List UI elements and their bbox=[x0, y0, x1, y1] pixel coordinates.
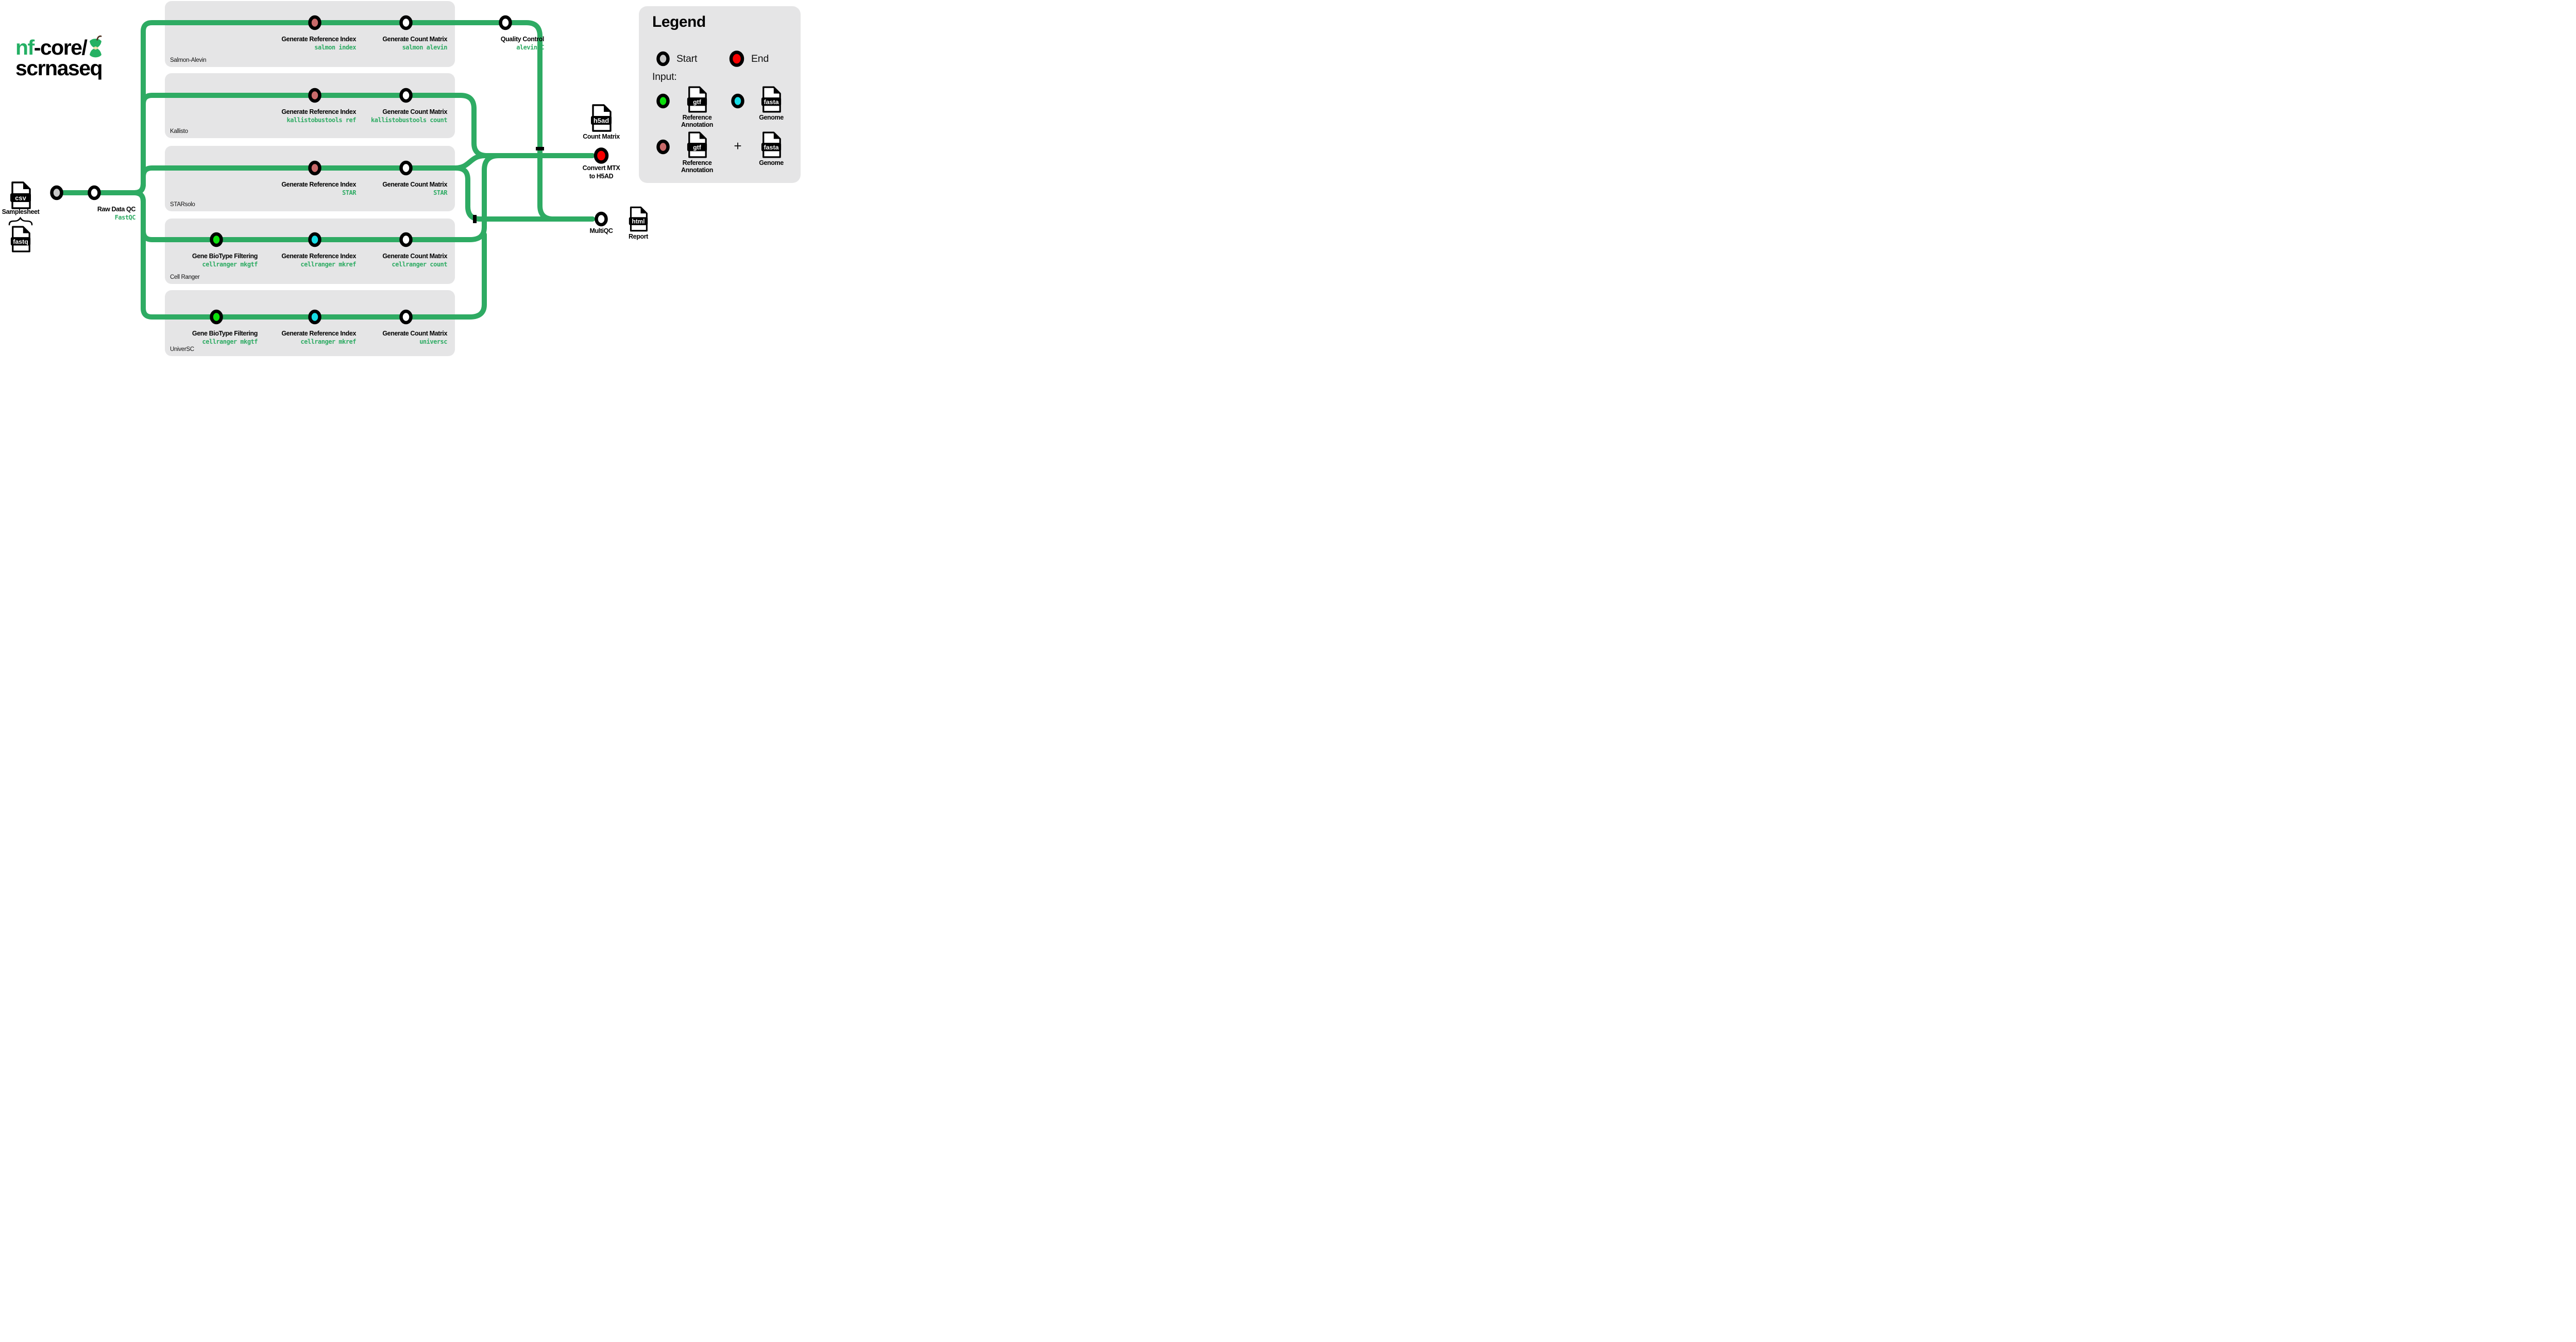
nf-core-logo: nf-core/ scrnaseq bbox=[15, 35, 104, 80]
legend-plus: + bbox=[734, 138, 742, 154]
legend-input-label: Input: bbox=[652, 71, 677, 82]
step-label: Generate Count Matrix kallistobustools c… bbox=[371, 108, 447, 124]
legend-gtf-label: Reference Annotation bbox=[681, 114, 713, 128]
count-matrix-label: Count Matrix bbox=[583, 133, 620, 140]
section-box-kallisto: Kallisto bbox=[165, 73, 455, 138]
multiqc-label: MultiQC bbox=[589, 227, 613, 234]
logo-pipeline-name: scrnaseq bbox=[15, 56, 103, 80]
universc-mkref-node bbox=[308, 309, 321, 325]
brace-icon bbox=[8, 216, 33, 226]
report-label: Report bbox=[629, 233, 648, 240]
raw-data-qc-label: Raw Data QC FastQC bbox=[97, 206, 136, 221]
fasta-file-icon: fasta bbox=[761, 131, 782, 158]
section-label: Cell Ranger bbox=[170, 274, 200, 280]
gtf-file-icon: gtf bbox=[687, 131, 707, 158]
legend-title: Legend bbox=[652, 13, 706, 30]
legend-end-label: End bbox=[751, 53, 769, 64]
svg-text:fastq: fastq bbox=[13, 238, 28, 245]
section-label: Salmon-Alevin bbox=[170, 57, 207, 63]
rail-starsolo bbox=[132, 153, 487, 195]
legend-gtf-node bbox=[656, 93, 670, 109]
legend-genome-label: Genome bbox=[759, 114, 784, 121]
section-label: Kallisto bbox=[170, 128, 188, 135]
metro-map-canvas: Salmon-Alevin Kallisto STARsolo Cell Ran… bbox=[0, 0, 802, 357]
step-label: Generate Reference Index STAR bbox=[281, 181, 356, 196]
legend-genome-label: Genome bbox=[759, 159, 784, 166]
kallisto-ref-node bbox=[308, 88, 321, 103]
csv-file-icon: csv bbox=[10, 181, 31, 209]
legend-gtf-fasta-label: Reference Annotation bbox=[681, 159, 713, 174]
kallisto-count-node bbox=[399, 88, 413, 103]
start-node bbox=[50, 185, 63, 200]
logo-core: -core/ bbox=[33, 36, 88, 59]
section-box-starsolo: STARsolo bbox=[165, 146, 455, 211]
cellranger-mkgtf-node bbox=[210, 232, 223, 247]
h5ad-file-icon: h5ad bbox=[591, 104, 612, 132]
convert-mtx-label: Convert MTX to H5AD bbox=[582, 164, 620, 180]
star-index-node bbox=[308, 160, 321, 176]
svg-text:fasta: fasta bbox=[764, 98, 779, 106]
apple-core-icon bbox=[90, 35, 102, 58]
svg-text:h5ad: h5ad bbox=[594, 117, 609, 125]
step-label: Generate Count Matrix STAR bbox=[382, 181, 447, 196]
section-box-cellranger: Cell Ranger bbox=[165, 219, 455, 284]
html-file-icon: html bbox=[629, 206, 648, 232]
svg-text:csv: csv bbox=[15, 194, 26, 202]
svg-text:gtf: gtf bbox=[693, 98, 702, 106]
rail-universc bbox=[132, 190, 487, 320]
gtf-file-icon: gtf bbox=[687, 86, 707, 113]
step-label: Generate Reference Index kallistobustool… bbox=[281, 108, 356, 124]
step-label: Generate Count Matrix universc bbox=[382, 330, 447, 345]
fasta-file-icon: fasta bbox=[761, 86, 782, 113]
universc-mkgtf-node bbox=[210, 309, 223, 325]
step-label: Generate Count Matrix salmon alevin bbox=[382, 36, 447, 51]
step-label: Gene BioType Filtering cellranger mkgtf bbox=[192, 253, 258, 268]
legend-end-node bbox=[729, 51, 744, 67]
pipeline-rails bbox=[50, 15, 744, 325]
cellranger-mkref-node bbox=[308, 232, 321, 247]
legend-fasta-node bbox=[731, 93, 744, 109]
quality-control-label: Quality Control alevinQC bbox=[500, 36, 545, 51]
legend-gtf-fasta-node bbox=[656, 139, 670, 155]
legend-start-node bbox=[656, 51, 670, 66]
alevinqc-node bbox=[499, 15, 512, 30]
universc-count-node bbox=[399, 309, 413, 325]
fastqc-node bbox=[88, 185, 101, 200]
step-label: Gene BioType Filtering cellranger mkgtf bbox=[192, 330, 258, 345]
step-label: Generate Reference Index cellranger mkre… bbox=[281, 330, 356, 345]
logo-nf: nf bbox=[15, 36, 35, 59]
salmon-alevin-node bbox=[399, 15, 413, 30]
svg-text:html: html bbox=[632, 218, 645, 225]
step-label: Generate Count Matrix cellranger count bbox=[382, 253, 447, 268]
fastq-file-icon: fastq bbox=[10, 226, 31, 253]
section-box-salmon-alevin: Salmon-Alevin bbox=[165, 1, 455, 67]
legend-start-label: Start bbox=[676, 53, 698, 64]
cellranger-count-node bbox=[399, 232, 413, 247]
step-label: Generate Reference Index cellranger mkre… bbox=[281, 253, 356, 268]
convert-mtx-end-node bbox=[594, 147, 609, 164]
section-label: UniverSC bbox=[170, 346, 194, 353]
svg-text:gtf: gtf bbox=[693, 144, 702, 151]
crossing-tick-counts-over-multiqc bbox=[473, 215, 477, 223]
svg-text:fasta: fasta bbox=[764, 144, 779, 151]
multiqc-node bbox=[595, 211, 608, 227]
section-label: STARsolo bbox=[170, 202, 195, 208]
step-label: Generate Reference Index salmon index bbox=[281, 36, 356, 51]
crossing-tick-alevinqc-over-convert bbox=[536, 147, 544, 150]
samplesheet-label: Samplesheet bbox=[2, 208, 40, 215]
star-count-node bbox=[399, 160, 413, 176]
salmon-index-node bbox=[308, 15, 321, 30]
